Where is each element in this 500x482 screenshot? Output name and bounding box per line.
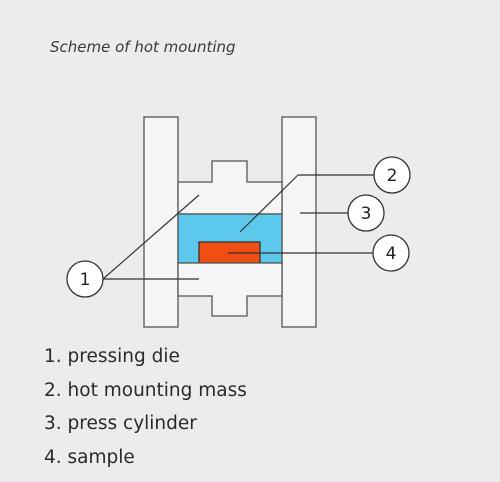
- legend-item-text: hot mounting mass: [67, 379, 247, 401]
- leader-line-1-upper: [102, 194, 200, 280]
- legend-item: 2. hot mounting mass: [44, 374, 247, 408]
- legend-item: 4. sample: [44, 441, 247, 475]
- legend-item: 1. pressing die: [44, 340, 247, 374]
- callout-2-circle: [373, 156, 411, 194]
- press-cylinder-right-wall: [281, 116, 317, 328]
- callout-1-circle: [66, 260, 104, 298]
- legend-item-text: sample: [67, 446, 135, 468]
- callout-4-circle: [372, 234, 410, 272]
- legend-item: 3. press cylinder: [44, 407, 247, 441]
- legend-list: 1. pressing die 2. hot mounting mass 3. …: [44, 340, 247, 474]
- callout-1-number: 1: [80, 270, 91, 290]
- callout-1: 1: [66, 260, 104, 298]
- legend-item-number: 3.: [44, 413, 62, 434]
- legend-item-number: 2.: [44, 379, 62, 401]
- figure-title: Scheme of hot mounting: [50, 38, 236, 56]
- leader-line-2-diagonal: [239, 174, 299, 233]
- lower-pressing-die: [177, 262, 283, 317]
- callout-4-number: 4: [386, 244, 397, 264]
- callout-2-number: 2: [387, 166, 398, 186]
- legend-item-text: pressing die: [67, 346, 180, 367]
- leader-lines: [102, 174, 374, 280]
- callout-3-circle: [347, 194, 385, 232]
- press-cylinder-left-wall: [143, 116, 179, 328]
- legend-item-number: 1.: [44, 346, 62, 367]
- callout-4: 4: [372, 234, 410, 272]
- legend-item-number: 4.: [44, 446, 62, 468]
- callout-2: 2: [373, 156, 411, 194]
- callout-3-number: 3: [361, 204, 372, 224]
- legend-item-text: press cylinder: [67, 413, 197, 434]
- callout-3: 3: [347, 194, 385, 232]
